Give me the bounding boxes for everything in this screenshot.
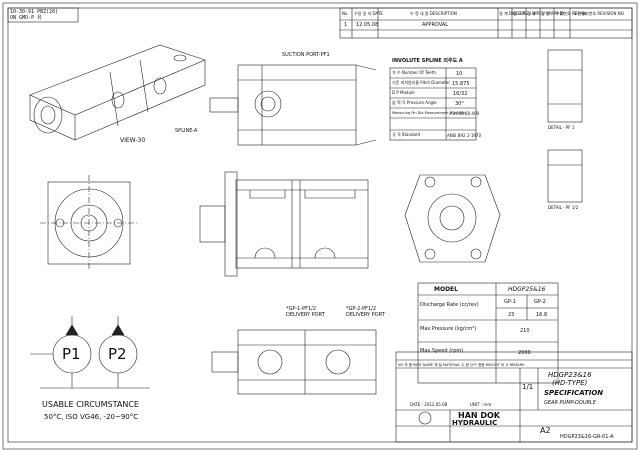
detail-b-label: DETAIL - PF 1/2 <box>548 205 579 210</box>
usable-circumstance-title: USABLE CIRCUMSTANCE <box>42 400 139 409</box>
spec-pressure-value: 210 <box>520 328 530 334</box>
title-dwg-no: HDGP23&16-GR-01-A <box>560 434 614 440</box>
spline-row-label: 규 격 Standard <box>392 132 421 137</box>
spec-speed-label: Max.Speed (rpm) <box>420 348 464 354</box>
suction-port-label: SUCTION PORT-PF1 <box>282 52 330 58</box>
company-name-1: HAN DOK <box>458 411 501 420</box>
rev-header-no: No <box>342 11 348 16</box>
title-spec: SPECIFICATION <box>544 389 604 397</box>
spline-row-value: 30° <box>455 101 464 107</box>
spec-gp1-label: GP-1 <box>504 299 516 305</box>
spline-row-label: 압 력 각 Pressure Angle <box>392 100 437 105</box>
gp1-port-label: *GP-1-PF1/2 <box>286 306 317 312</box>
title-model: HDGP23&16 <box>548 371 592 379</box>
usable-circumstance-temp: 50°C, ISO VG46, -20~90°C <box>44 413 139 421</box>
title-unit: UNIT : mm <box>470 402 492 407</box>
spline-table-title: INVOLUTE SPLINE 외주도 A <box>392 58 463 64</box>
rev-header-desc: 수 정 내 용 DESCRIPTION <box>410 11 457 16</box>
detail-a-label: DETAIL - PF 1 <box>548 125 575 130</box>
title-type: (HD-TYPE) <box>552 379 588 387</box>
rev-row-date: 12.05.08 <box>356 22 379 28</box>
company-name-2: HYDRAULIC <box>452 419 498 427</box>
rev-header-dwg: 설 계 DWG BY <box>499 11 526 16</box>
spline-row-value: 16/32 <box>453 91 468 97</box>
spec-speed-value: 2000 <box>518 350 531 356</box>
spline-label: SPLINE-A <box>175 128 198 134</box>
rev-row-no: 1 <box>344 22 348 28</box>
spec-model-label: MODEL <box>434 286 458 293</box>
spline-row-value: ANSI B92.1-1970 <box>447 133 481 138</box>
spline-row-value: #3.048 20.409 <box>449 111 480 116</box>
rev-header-rcv: 검 사 RCV BY <box>527 11 552 16</box>
spline-row-label: Measuring Pin Dia Measurement Over Pins <box>392 111 467 115</box>
rev-header-rev: 검 토 REV BY <box>513 11 538 16</box>
gp1-delivery-label: DELIVERY PORT <box>286 312 325 318</box>
p2-symbol-label: P2 <box>108 345 127 363</box>
rev-header-app: 승 인 APP BY <box>541 11 565 16</box>
spec-gp2-value: 16.8 <box>536 312 548 318</box>
spec-gp1-value: 23 <box>508 312 515 318</box>
title-block-header: NO 부 품 PART NAME 재 질 MATERIAL 수 량 QTY 중량… <box>398 363 525 367</box>
corner-note-line2: ON GMO-P 유 <box>10 15 42 21</box>
spline-row-label: 치 수 Number Of Teeth <box>392 70 436 75</box>
rev-header-revno: 수정번호 REV No <box>556 11 587 16</box>
rev-header-date: 수정 일 자 DATE <box>354 11 383 16</box>
p1-symbol-label: P1 <box>62 345 81 363</box>
title-size: A2 <box>540 426 551 435</box>
rev-row-desc: APPROVAL <box>422 22 449 28</box>
gp2-port-label: *GP-2-PF1/2 <box>346 306 377 312</box>
spec-pressure-label: Max Pressure (kg/cm²) <box>420 326 477 332</box>
title-gear-pump: GEAR PUMP-DOUBLE <box>544 400 596 406</box>
view-label: VIEW-30 <box>120 137 146 144</box>
rev-header-revision: 도면관리번호 REVISION NO <box>574 11 624 16</box>
spec-gp2-label: GP-2 <box>534 299 546 305</box>
spec-model-value: HDGP25&16 <box>508 286 546 293</box>
spline-row-label: 기준 피치원지름 Pitch Diameter <box>392 80 450 85</box>
spline-row-value: 10 <box>456 71 463 77</box>
gp2-delivery-label: DELIVERY PORT <box>346 312 385 318</box>
spec-discharge-label: Discharge Rate (cc/rev) <box>420 302 479 308</box>
corner-note-line1: 10-30-91 PBZ(20) <box>10 9 59 15</box>
spline-row-value: 15.875 <box>452 81 470 87</box>
spline-row-label: D P Module <box>392 90 415 95</box>
title-date: DATE : 2012.05.08 <box>410 402 448 407</box>
title-scale: 1/1 <box>522 383 534 391</box>
